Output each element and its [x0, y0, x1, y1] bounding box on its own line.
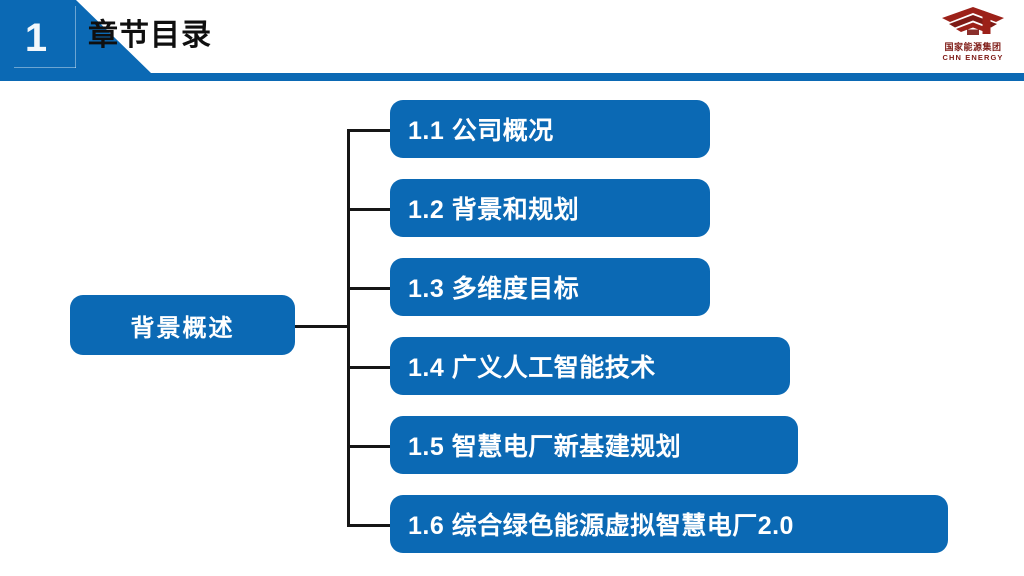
- section-outline-diagram: 背景概述 1.1 公司概况 1.2 背景和规划 1.3 多维度目标 1.4 广义…: [0, 82, 1024, 576]
- outline-item-1-1-label: 1.1 公司概况: [408, 117, 554, 145]
- connector-branch-1: [347, 129, 391, 132]
- root-node-background-overview[interactable]: 背景概述: [70, 295, 295, 355]
- page-title: 章节目录: [88, 19, 212, 52]
- chn-energy-emblem-icon: [942, 7, 1004, 35]
- connector-branch-3: [347, 287, 391, 290]
- connector-trunk: [347, 129, 350, 526]
- connector-branch-5: [347, 445, 391, 448]
- connector-branch-2: [347, 208, 391, 211]
- outline-item-1-1[interactable]: 1.1 公司概况: [390, 100, 710, 158]
- outline-item-1-4[interactable]: 1.4 广义人工智能技术: [390, 337, 790, 395]
- root-node-label: 背景概述: [130, 314, 235, 342]
- outline-item-1-5-label: 1.5 智慧电厂新基建规划: [408, 433, 682, 461]
- outline-item-1-6-label: 1.6 综合绿色能源虚拟智慧电厂2.0: [408, 512, 794, 540]
- slide-header: 1 章节目录 国家能源集团 CHN ENERGY: [0, 0, 1024, 82]
- badge-divider-horizontal: [14, 67, 76, 68]
- badge-divider-vertical: [75, 6, 76, 68]
- connector-branch-6: [347, 524, 391, 527]
- outline-item-1-3-label: 1.3 多维度目标: [408, 275, 580, 303]
- logo-chinese-text: 国家能源集团: [944, 42, 1002, 52]
- connector-root-to-trunk: [295, 325, 350, 328]
- outline-item-1-2-label: 1.2 背景和规划: [408, 196, 580, 224]
- outline-item-1-4-label: 1.4 广义人工智能技术: [408, 354, 656, 382]
- outline-item-1-6[interactable]: 1.6 综合绿色能源虚拟智慧电厂2.0: [390, 495, 948, 553]
- logo-english-text: CHN ENERGY: [942, 53, 1004, 62]
- outline-item-1-5[interactable]: 1.5 智慧电厂新基建规划: [390, 416, 798, 474]
- section-number-badge-inner: [0, 0, 152, 74]
- section-number: 1: [24, 16, 48, 60]
- outline-item-1-3[interactable]: 1.3 多维度目标: [390, 258, 710, 316]
- header-rule: [0, 73, 1024, 81]
- outline-item-1-2[interactable]: 1.2 背景和规划: [390, 179, 710, 237]
- connector-branch-4: [347, 366, 391, 369]
- chn-energy-logo: 国家能源集团 CHN ENERGY: [934, 4, 1012, 66]
